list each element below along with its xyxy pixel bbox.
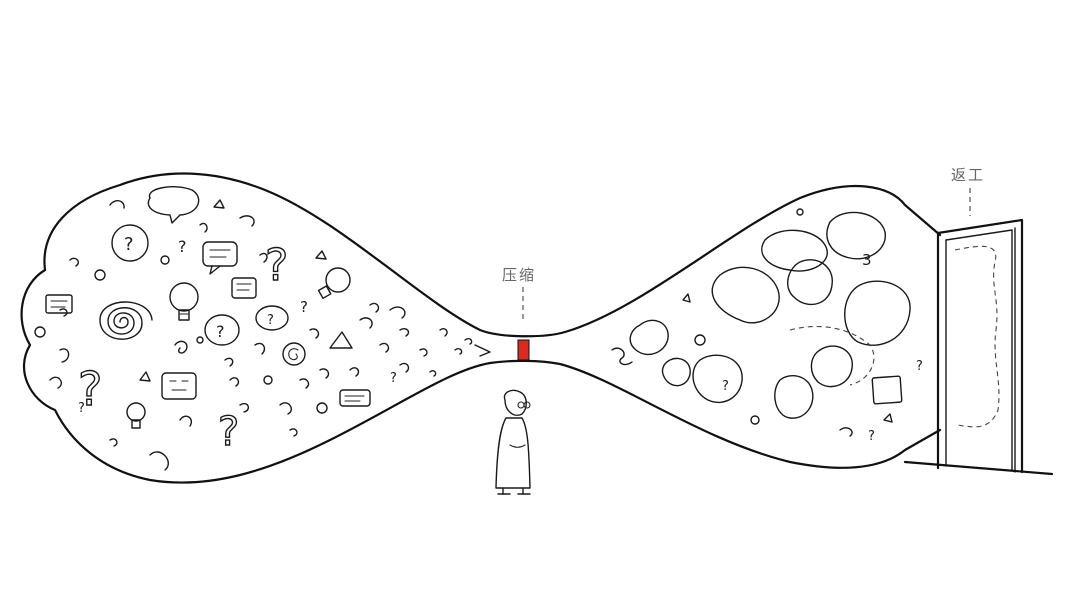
question-mark-icon: ?	[178, 237, 187, 256]
blob-icon	[711, 266, 780, 324]
question-bubble-icon: ?	[204, 314, 240, 346]
person-icon	[495, 389, 531, 495]
compress-label: 压缩	[502, 266, 537, 284]
dashed-path	[789, 325, 875, 386]
square-icon	[871, 375, 903, 405]
squiggle-icon	[34, 200, 491, 471]
question-mark-icon: ?	[265, 240, 288, 291]
hourglass-outline-bottom	[20, 268, 942, 484]
document-icon	[231, 277, 257, 299]
blob-icon	[629, 319, 669, 356]
question-mark-icon: ?	[78, 362, 102, 416]
blob-icon	[661, 357, 691, 387]
lightbulb-icon	[317, 267, 351, 300]
svg-text:?: ?	[216, 322, 225, 341]
blob-icon	[844, 280, 911, 346]
question-mark-icon: 3	[862, 251, 872, 269]
bottleneck-block	[517, 339, 530, 361]
document-icon	[45, 294, 73, 314]
svg-text:?: ?	[267, 313, 274, 328]
lightbulb-icon	[126, 402, 146, 429]
question-bubble-icon: ?	[255, 305, 289, 331]
question-mark-icon: ?	[868, 429, 875, 444]
rework-label: 返工	[951, 166, 986, 184]
door-icon	[903, 218, 1054, 476]
question-bubble-icon: ?	[111, 224, 149, 262]
squiggle-icon	[611, 347, 633, 366]
lightbulb-icon	[169, 282, 199, 321]
left-chaos-group: ? ? ? ? ? ? ? ? ? ?	[34, 186, 491, 471]
robot-face-icon	[161, 372, 197, 400]
spiral-icon	[99, 301, 153, 340]
svg-text:?: ?	[124, 234, 134, 255]
blob-icon	[810, 345, 853, 388]
squiggle-icon	[839, 427, 853, 437]
dot-icon	[750, 415, 760, 425]
triangle-icon	[329, 331, 353, 349]
triangle-icon	[682, 293, 691, 303]
speech-bubble-icon	[147, 186, 200, 224]
blob-icon	[761, 229, 828, 272]
question-mark-icon: ?	[390, 371, 397, 386]
spiral-icon	[282, 342, 306, 366]
dot-icon	[694, 334, 706, 346]
chat-bubble-icon	[339, 389, 371, 407]
triangle-icon	[883, 413, 893, 423]
question-mark-icon: ?	[218, 409, 239, 455]
triangle-icon	[213, 199, 225, 209]
blob-icon	[826, 211, 886, 260]
chat-bubble-icon	[202, 241, 238, 275]
right-blobs-group: ? ? ? 3	[611, 208, 923, 444]
blob-icon	[774, 374, 814, 419]
question-mark-icon: ?	[78, 401, 85, 416]
question-mark-icon: ?	[722, 379, 729, 394]
blob-icon	[787, 259, 833, 306]
question-mark-icon: ?	[300, 298, 308, 316]
hourglass-outline-top	[43, 172, 942, 338]
question-mark-icon: ?	[916, 359, 923, 374]
triangle-icon	[139, 371, 151, 382]
triangle-icon	[315, 250, 327, 260]
blob-icon	[692, 354, 743, 403]
dot-icon	[796, 208, 804, 216]
